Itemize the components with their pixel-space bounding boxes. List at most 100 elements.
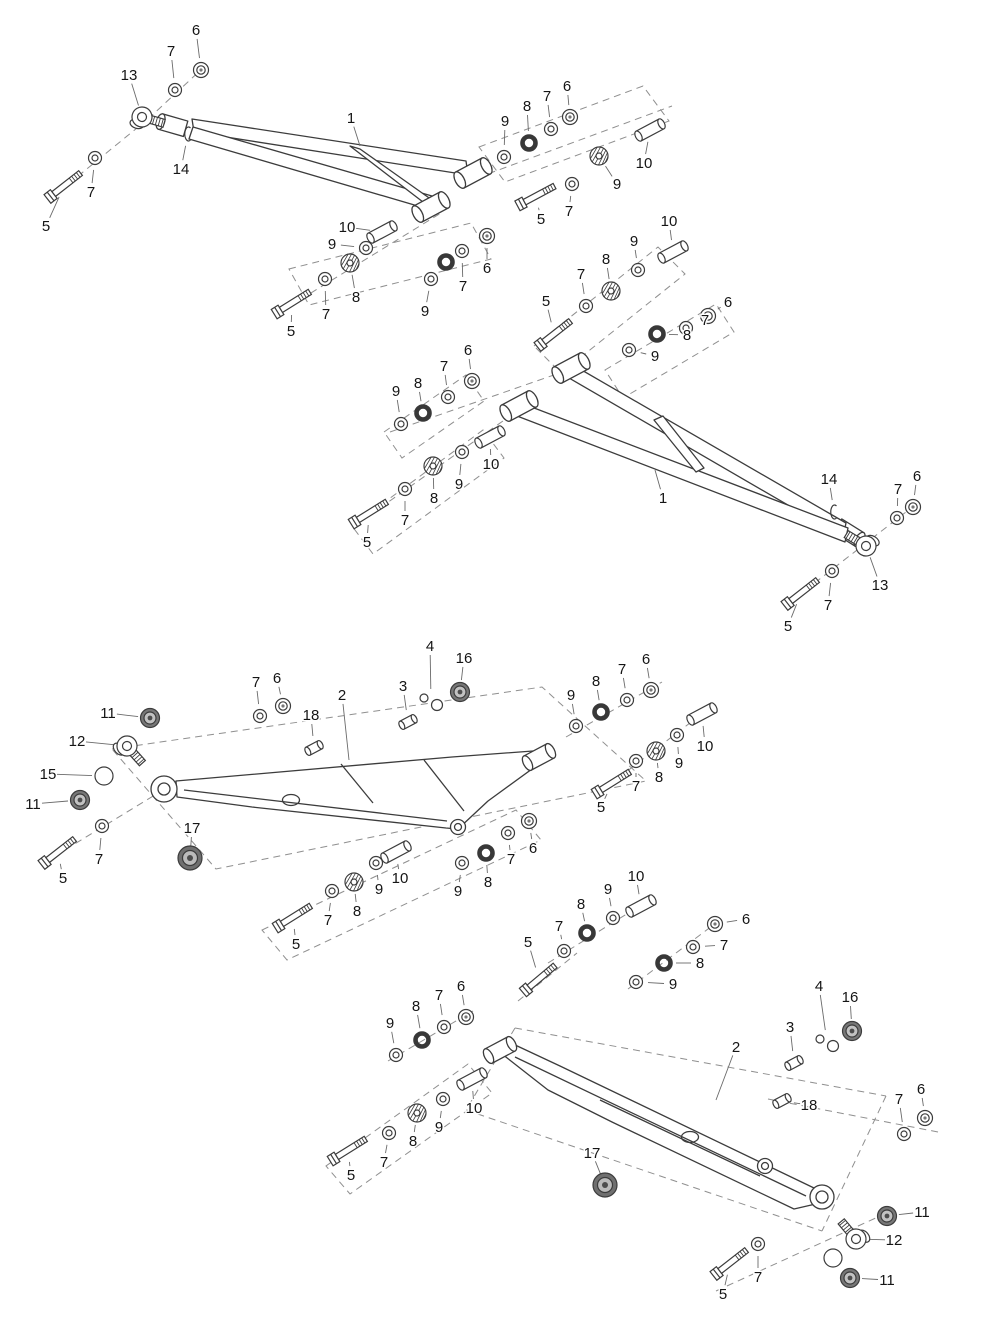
- callout-number: 8: [577, 896, 585, 913]
- arm-end-ring-inner: [453, 822, 463, 832]
- part-sleeve: [380, 840, 412, 864]
- part-nut: [463, 372, 481, 390]
- part-washer: [423, 271, 439, 287]
- callout-number: 8: [683, 327, 691, 344]
- leader-line: [647, 982, 665, 984]
- arm-bushing: [411, 191, 451, 223]
- leader-line: [654, 469, 661, 490]
- callout-number: 15: [40, 766, 57, 783]
- leader-line: [439, 1110, 442, 1119]
- callout-number: 7: [543, 88, 551, 105]
- part-bolt: [271, 902, 314, 934]
- part-oring: [414, 404, 432, 422]
- callout-number: 6: [642, 651, 650, 668]
- leader-line: [530, 950, 537, 968]
- part-bolt: [37, 835, 78, 871]
- callout-number: 1: [659, 490, 667, 507]
- guide-line: [359, 403, 528, 523]
- part-washer: [167, 82, 183, 98]
- part-washer: [500, 825, 516, 841]
- callout-number: 6: [464, 342, 472, 359]
- part-snapring: [184, 126, 191, 142]
- part-oring: [437, 253, 455, 271]
- leader-line: [397, 863, 400, 870]
- part-balljoint: [837, 1217, 871, 1250]
- callout-number: 18: [303, 707, 320, 724]
- part-oring: [520, 134, 538, 152]
- callout-number: 3: [786, 1019, 794, 1036]
- guide-line: [715, 1210, 892, 1292]
- leader-line: [715, 1055, 734, 1101]
- callout-number: 4: [426, 638, 434, 655]
- callout-number: 18: [801, 1097, 818, 1114]
- callout-number: 8: [414, 375, 422, 392]
- callout-number: 5: [524, 934, 532, 951]
- leader-line: [49, 196, 60, 218]
- leader-line: [594, 1161, 601, 1175]
- leader-line: [354, 893, 357, 903]
- callout-number: 7: [401, 512, 409, 529]
- arm-bushing: [521, 742, 557, 772]
- part-bolt: [590, 768, 633, 800]
- leader-line: [41, 800, 69, 804]
- leader-line: [256, 690, 260, 705]
- part-washer: [605, 910, 621, 926]
- guide-line: [389, 367, 575, 433]
- part-washer: [685, 939, 701, 955]
- leader-line: [606, 267, 610, 280]
- leader-line: [385, 1144, 388, 1154]
- callout-number: 8: [430, 490, 438, 507]
- part-balljoint: [843, 529, 880, 557]
- a-arm-upper-left: [155, 113, 493, 223]
- part-bigcap: [592, 1172, 618, 1198]
- guide-box: [288, 222, 492, 306]
- callout-number: 1: [347, 110, 355, 127]
- part-washer: [388, 1047, 404, 1063]
- leader-line: [582, 912, 586, 922]
- callout-number: 7: [577, 266, 585, 283]
- callout-number: 5: [542, 293, 550, 310]
- leader-line: [656, 762, 659, 769]
- part-washer: [454, 855, 470, 871]
- callout-number: 7: [701, 312, 709, 329]
- part-washer: [568, 718, 584, 734]
- part-cap: [69, 789, 91, 811]
- leader-line: [171, 59, 175, 79]
- callout-number: 7: [459, 278, 467, 295]
- part-washer: [630, 262, 646, 278]
- leader-line: [790, 604, 798, 618]
- callout-number: 9: [328, 236, 336, 253]
- arm-hole: [281, 793, 301, 807]
- part-hatched: [340, 253, 360, 273]
- leader-line: [417, 1014, 421, 1029]
- part-cap: [876, 1205, 898, 1227]
- part-washer: [628, 974, 644, 990]
- guide-box: [604, 303, 735, 399]
- guide-box: [111, 686, 648, 870]
- callout-number: 9: [669, 976, 677, 993]
- leader-line: [726, 919, 738, 923]
- callout-number: 7: [322, 306, 330, 323]
- part-washer: [889, 510, 905, 526]
- part-oring: [477, 844, 495, 862]
- callout-number: 8: [523, 98, 531, 115]
- leader-line: [91, 169, 95, 184]
- part-nut: [520, 812, 538, 830]
- leader-line: [869, 557, 878, 577]
- part-washer: [454, 243, 470, 259]
- callout-number: 9: [613, 176, 621, 193]
- callout-number: 9: [604, 881, 612, 898]
- callout-number: 8: [655, 769, 663, 786]
- part-oring: [592, 703, 610, 721]
- guide-line: [465, 105, 673, 183]
- part-bushsm: [304, 739, 324, 757]
- part-washer: [87, 150, 103, 166]
- arm-inner-line: [340, 763, 374, 804]
- callout-number: 17: [184, 820, 201, 837]
- part-washer: [397, 481, 413, 497]
- arm-body: [175, 750, 544, 830]
- leader-line: [182, 145, 187, 161]
- callout-number: 11: [100, 705, 116, 722]
